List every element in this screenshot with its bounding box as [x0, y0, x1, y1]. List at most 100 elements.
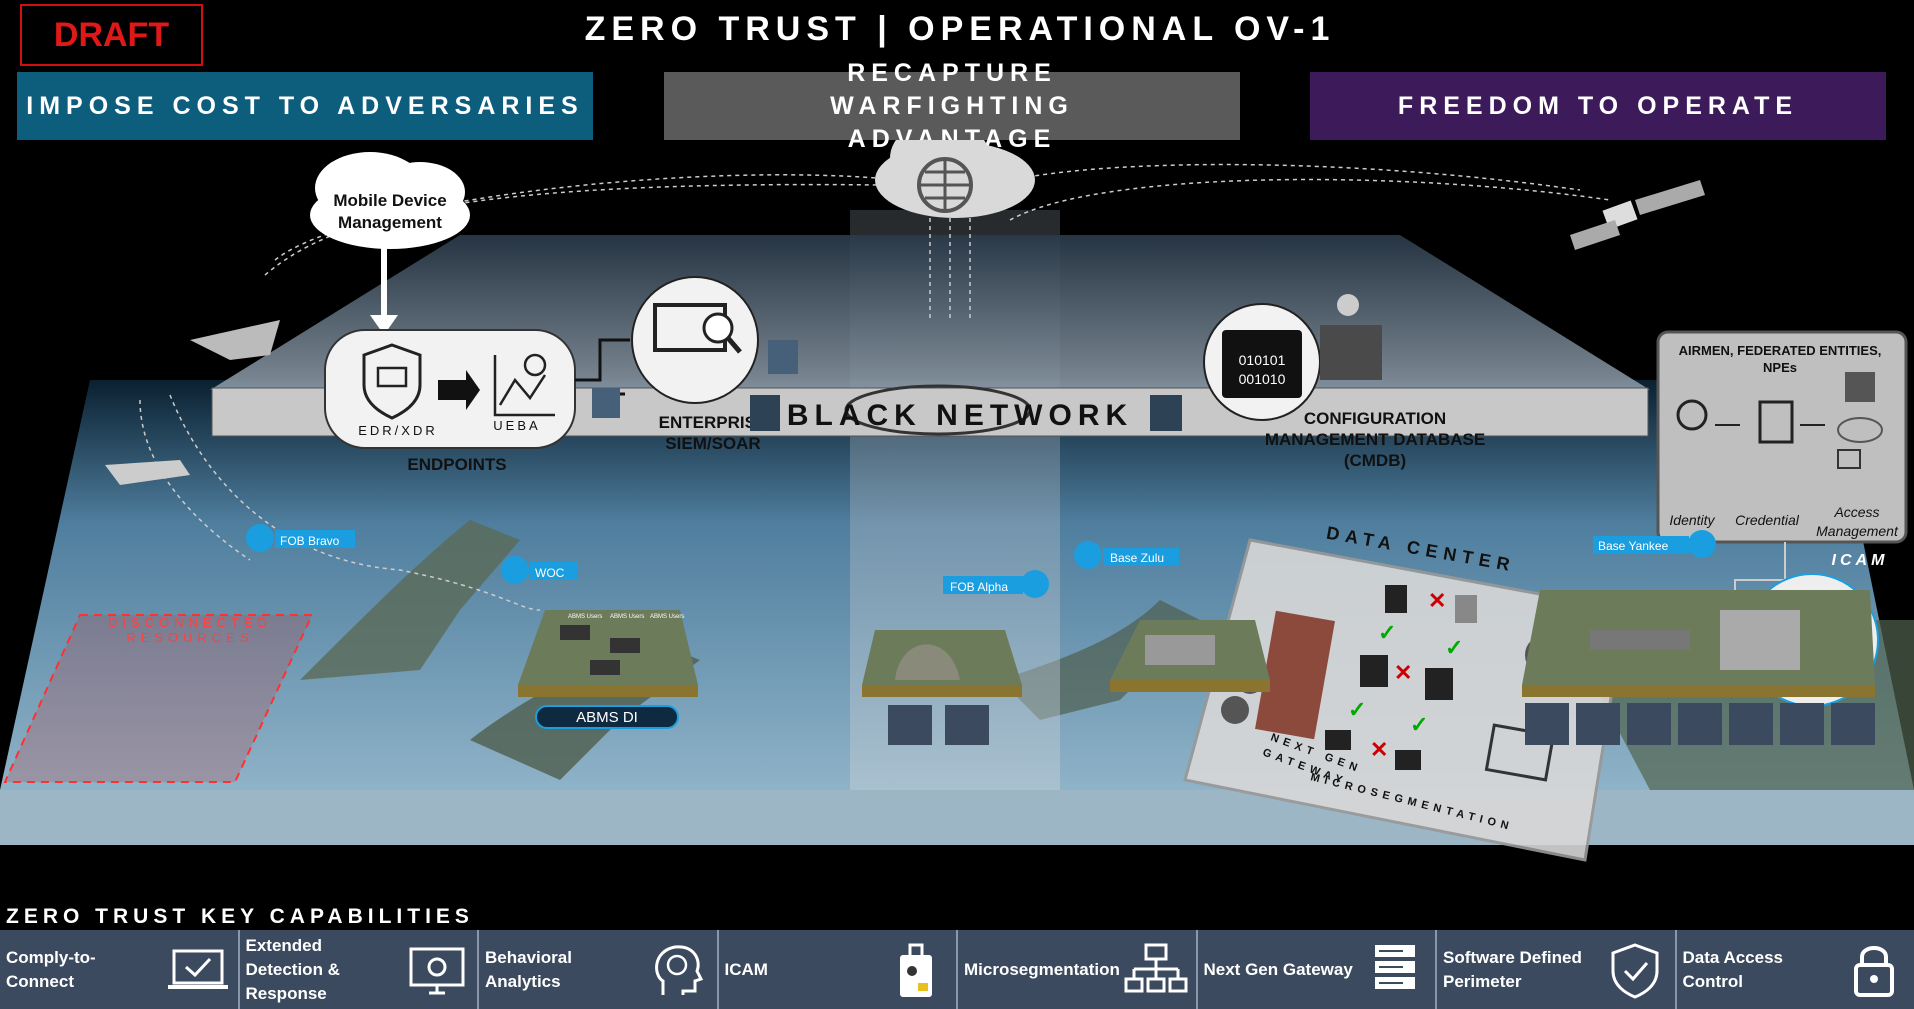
cross-icon: ✕: [1394, 660, 1412, 685]
capability-label: Behavioral Analytics: [485, 947, 572, 991]
capability-label: Software Defined Perimeter: [1443, 947, 1582, 991]
pin-icon: [1074, 541, 1102, 569]
pin-icon: [1688, 530, 1716, 558]
icam-title-line2: NPEs: [1763, 360, 1797, 375]
pin-icon: [246, 524, 274, 552]
capability-next-gen-gateway: Next Gen Gateway: [1198, 930, 1437, 1009]
svg-text:✕: ✕: [1370, 737, 1388, 762]
pin-label-fob-bravo: FOB Bravo: [280, 534, 340, 548]
pin-label-woc: WOC: [535, 566, 565, 580]
draft-label: DRAFT: [20, 4, 203, 66]
disconnected-resources-zone: DISCONNECTED RESOURCES: [3, 614, 314, 783]
capability-label: Data Access Control: [1682, 947, 1784, 991]
head-brain-icon: [1627, 703, 1671, 745]
id-badge-icon: [900, 943, 932, 997]
icam-panel: AIRMEN, FEDERATED ENTITIES, NPEs Identit…: [1656, 330, 1908, 544]
capabilities-title: ZERO TRUST KEY CAPABILITIES: [6, 905, 474, 928]
icam-label: ICAM: [1832, 552, 1889, 569]
cmdb-code-line1: 010101: [1239, 352, 1286, 368]
svg-text:✓: ✓: [1410, 712, 1428, 737]
shield-check-icon: [1611, 942, 1658, 999]
brain-icon: [592, 388, 620, 418]
pin-label-base-zulu: Base Zulu: [1110, 551, 1164, 565]
server-icon: [1360, 655, 1388, 687]
pin-label-base-yankee: Base Yankee: [1598, 539, 1669, 553]
pin-label-fob-alpha: FOB Alpha: [950, 580, 1008, 594]
operator-desk-icon: [1320, 325, 1382, 380]
laptop-check-icon: [888, 705, 932, 745]
cmdb-label-line1: CONFIGURATION: [1304, 409, 1446, 428]
cmdb-node: 010101 001010: [1203, 294, 1382, 421]
edr-label: EDR/XDR: [358, 423, 438, 438]
svg-text:✓: ✓: [1348, 697, 1366, 722]
internet-cloud: [875, 140, 1035, 218]
computer-icon: [1837, 449, 1861, 469]
computer-icon: [1325, 730, 1351, 750]
capability-comply-to-connect: Comply-to-Connect: [0, 930, 240, 1009]
capability-label: Next Gen Gateway: [1203, 959, 1353, 979]
laptop-check-icon: [167, 949, 228, 989]
location-pins: FOB Bravo WOC FOB Alpha Base Zulu Base Y…: [246, 524, 1716, 598]
abms-di-badge: [535, 705, 679, 729]
shield-check-icon: [768, 340, 798, 374]
database-icon: [1385, 585, 1407, 613]
arrow-down-icon: [370, 315, 398, 335]
laptop-check-icon: [1150, 395, 1182, 431]
ov1-diagram: Mobile Device Management EDR/XDR UEBA EN…: [0, 140, 1914, 862]
laptop-code-icon: [1484, 723, 1556, 782]
icam-step-access: Access: [1833, 504, 1879, 520]
people-group-icon: [1676, 399, 1708, 431]
black-network-label: BLACK NETWORK: [787, 399, 1133, 432]
check-icon: ✓: [1445, 635, 1463, 660]
network-icon: [1729, 703, 1773, 745]
arrow-right-icon: [438, 370, 480, 410]
banner-warfighting-advantage: RECAPTURE WARFIGHTING ADVANTAGE: [664, 59, 1240, 153]
server-stack-icon: [1375, 944, 1415, 989]
capability-data-access-control: Data Access Control: [1677, 930, 1914, 1009]
id-badge-icon: [1678, 703, 1722, 745]
cmdb-label-line3: (CMDB): [1344, 451, 1406, 470]
endpoints-label: ENDPOINTS: [407, 455, 506, 474]
shield-laptop-icon: [362, 343, 422, 420]
shield-check-icon: [750, 395, 780, 431]
icam-step-identity: Identity: [1669, 512, 1715, 528]
data-center-panel: DATA CENTER ✕ ✓ ✓ ✕ ✓ ✓ ✕ NEXT GEN GATEW…: [1183, 523, 1627, 862]
capability-microsegmentation: Microsegmentation: [958, 930, 1198, 1009]
banner-freedom-to-operate: FREEDOM TO OPERATE: [1310, 72, 1886, 140]
banner-warfighting-text: RECAPTURE WARFIGHTING ADVANTAGE: [830, 58, 1074, 153]
padlock-icon: [1854, 945, 1894, 997]
capability-icam: ICAM: [719, 930, 958, 1009]
shield-check-icon: [1780, 703, 1824, 745]
capability-label: Microsegmentation: [964, 959, 1120, 979]
cloud-gateway-ring: [844, 384, 1032, 436]
monitor-gear-icon: [409, 947, 465, 994]
building-icon: [1145, 635, 1215, 665]
building-icon: [1720, 610, 1800, 670]
abms-users-label: ABMS Users: [650, 614, 684, 620]
edr-ueba-box: EDR/XDR UEBA: [324, 329, 576, 449]
abms-users-label: ABMS Users: [568, 614, 602, 620]
code-window-icon: [1222, 330, 1302, 398]
banner-impose-cost: IMPOSE COST TO ADVERSARIES: [17, 72, 593, 140]
siem-label-line1: ENTERPRISE: [659, 413, 768, 432]
disconnected-label-line1: DISCONNECTED: [108, 615, 272, 630]
laptop-check-icon: [1525, 703, 1569, 745]
database-icon: [1845, 372, 1875, 402]
ueba-label: UEBA: [493, 418, 540, 433]
capability-behavioral-analytics: Behavioral Analytics: [479, 930, 719, 1009]
capability-label: ICAM: [724, 959, 768, 979]
head-brain-icon: [654, 944, 703, 995]
airfield-icon: [1590, 630, 1690, 650]
page-title: ZERO TRUST | OPERATIONAL OV-1: [584, 10, 1336, 48]
capability-xdr: Extended Detection & Response: [240, 930, 479, 1009]
base-yankee-tile: [1522, 590, 1875, 697]
icam-step-management: Management: [1816, 523, 1899, 539]
analytics-chart-icon: [493, 355, 555, 417]
mdm-label-line1: Mobile Device: [333, 191, 446, 210]
abms-users-label: ABMS Users: [610, 614, 644, 620]
pin-icon: [501, 556, 529, 584]
padlock-icon: [1831, 703, 1875, 745]
capability-label: Comply-to-Connect: [6, 947, 96, 991]
abms-di-tile: ABMS Users ABMS Users ABMS Users: [518, 610, 698, 697]
icam-step-credential: Credential: [1735, 512, 1800, 528]
